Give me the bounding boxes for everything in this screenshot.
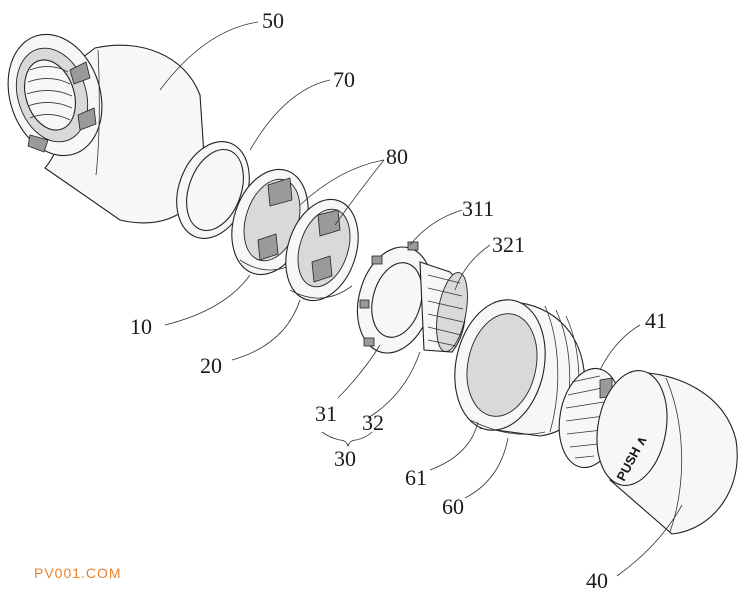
label-32: 32 bbox=[362, 410, 384, 435]
part-40-push-sleeve: PUSH ∧ bbox=[596, 370, 738, 535]
label-50: 50 bbox=[262, 8, 284, 33]
leader-80b bbox=[334, 159, 385, 226]
label-60: 60 bbox=[442, 494, 464, 519]
label-41: 41 bbox=[645, 308, 667, 333]
leader-61 bbox=[429, 421, 479, 471]
leader-lines bbox=[159, 21, 683, 577]
part-31-toothed-ring bbox=[356, 241, 435, 354]
part-20-collet-ring bbox=[285, 198, 359, 302]
leader-70 bbox=[249, 79, 331, 151]
leader-60 bbox=[464, 437, 509, 499]
label-70: 70 bbox=[333, 67, 355, 92]
leader-321 bbox=[454, 244, 491, 291]
label-61: 61 bbox=[405, 465, 427, 490]
leader-41 bbox=[599, 324, 641, 371]
label-20: 20 bbox=[200, 353, 222, 378]
leader-311 bbox=[409, 209, 463, 246]
label-10: 10 bbox=[130, 314, 152, 339]
leader-10 bbox=[164, 274, 251, 326]
label-311: 311 bbox=[462, 196, 494, 221]
label-30: 30 bbox=[334, 446, 356, 471]
leader-50 bbox=[159, 21, 259, 91]
label-31: 31 bbox=[315, 401, 337, 426]
label-321: 321 bbox=[492, 232, 525, 257]
part-50-threaded-cap bbox=[7, 33, 206, 224]
leader-31 bbox=[337, 344, 381, 399]
label-40: 40 bbox=[586, 568, 608, 593]
brace-30 bbox=[321, 431, 373, 448]
label-80: 80 bbox=[386, 144, 408, 169]
leader-80a bbox=[299, 159, 385, 206]
leader-40 bbox=[616, 504, 683, 577]
part-60-threaded-body bbox=[454, 299, 586, 437]
watermark: PV001.COM bbox=[34, 565, 122, 581]
part-32-splined-sleeve bbox=[419, 261, 468, 353]
leader-32 bbox=[367, 351, 421, 419]
leader-20 bbox=[231, 299, 301, 361]
reference-numerals: 50 70 80 311 321 41 10 20 31 32 30 61 60… bbox=[130, 8, 667, 593]
